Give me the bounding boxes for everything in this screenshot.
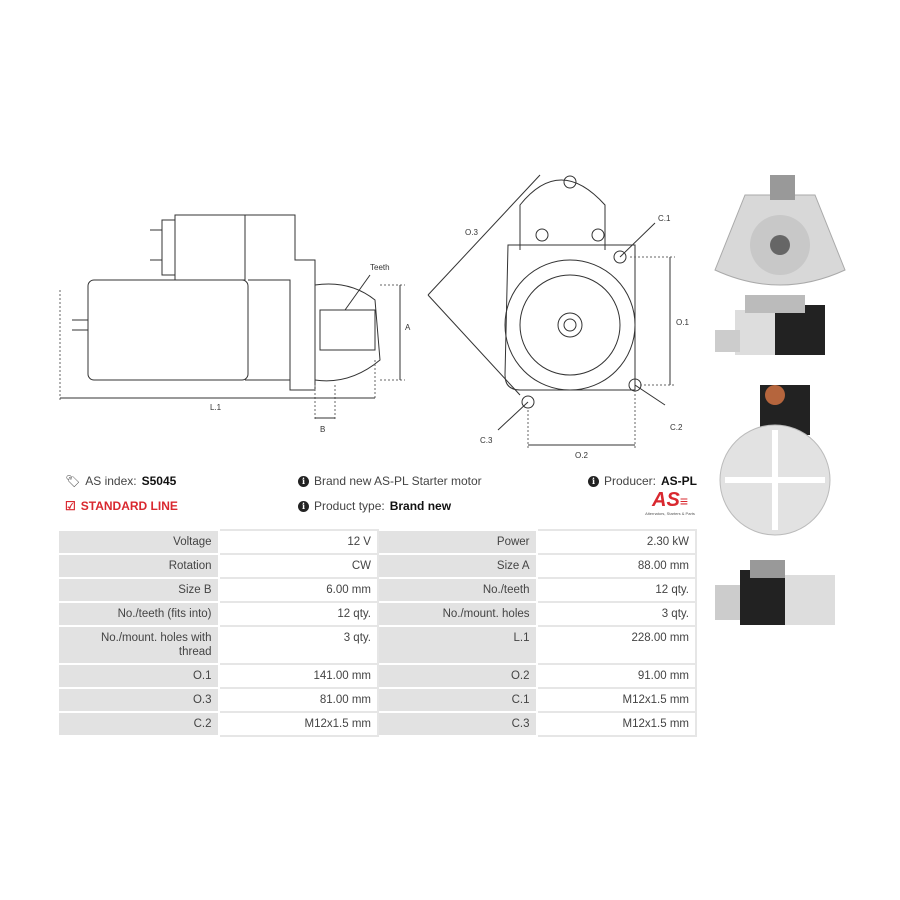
as-pl-logo: AS≡ Alternators, Starters & Parts xyxy=(645,489,695,516)
label-c3: C.3 xyxy=(480,436,493,445)
spec-key: C.1 xyxy=(376,687,538,713)
spec-key: Voltage xyxy=(59,529,220,555)
spec-key: O.3 xyxy=(59,687,220,713)
label-b: B xyxy=(320,425,325,434)
spec-key: No./mount. holes xyxy=(376,601,538,627)
spec-row: No./teeth (fits into)12 qty.No./mount. h… xyxy=(59,601,698,627)
spec-value: 91.00 mm xyxy=(535,663,698,689)
spec-key: No./teeth (fits into) xyxy=(59,601,220,627)
front-view-drawing: O.3 C.1 O.1 C.2 C.3 O.2 xyxy=(427,174,689,460)
spec-value: 3 qty. xyxy=(535,601,698,627)
spec-key: Power xyxy=(376,529,538,555)
spec-key: Rotation xyxy=(59,553,220,579)
photo-front xyxy=(714,175,846,286)
label-c1: C.1 xyxy=(658,214,671,223)
spec-value: M12x1.5 mm xyxy=(535,687,698,713)
product-type-value: Brand new xyxy=(389,499,452,513)
info-icon: i xyxy=(298,475,309,487)
spec-value: CW xyxy=(217,553,379,579)
photo-rear xyxy=(719,385,831,536)
photo-side xyxy=(715,295,825,355)
side-view-drawing: Teeth A L.1 B xyxy=(59,214,411,434)
checkbox-icon: ☑ xyxy=(65,499,76,513)
as-index-label: AS index: xyxy=(85,474,137,488)
info-icon: i xyxy=(587,475,599,487)
spec-value: M12x1.5 mm xyxy=(535,711,698,737)
photo-angled xyxy=(715,560,835,625)
spec-value: 12 qty. xyxy=(535,577,698,603)
spec-value: 12 V xyxy=(217,529,379,555)
producer-label: Producer: xyxy=(603,474,656,488)
spec-key: O.2 xyxy=(376,663,538,689)
spec-value: M12x1.5 mm xyxy=(217,711,379,737)
label-o2: O.2 xyxy=(575,451,588,460)
as-index-value: S5045 xyxy=(141,474,177,488)
spec-value: 12 qty. xyxy=(217,601,379,627)
producer-value: AS-PL xyxy=(661,474,697,488)
spec-key: C.3 xyxy=(376,711,538,737)
spec-value: 228.00 mm xyxy=(535,625,698,665)
tag-icon: 🏷 xyxy=(65,474,81,488)
spec-value: 2.30 kW xyxy=(535,529,698,555)
spec-value: 3 qty. xyxy=(217,625,379,665)
spec-value: 88.00 mm xyxy=(535,553,698,579)
spec-key: No./teeth xyxy=(376,577,538,603)
spec-key: Size B xyxy=(59,577,220,603)
spec-key: Size A xyxy=(376,553,538,579)
spec-key: C.2 xyxy=(59,711,220,737)
product-type-label: Product type: xyxy=(314,499,385,513)
spec-value: 81.00 mm xyxy=(217,687,379,713)
info-icon: i xyxy=(298,500,309,512)
standard-line-badge: ☑ STANDARD LINE xyxy=(65,499,178,513)
product-photos xyxy=(714,175,846,625)
label-o1: O.1 xyxy=(676,318,689,327)
spec-key: O.1 xyxy=(59,663,220,689)
producer: i Producer: AS-PL xyxy=(587,474,697,488)
label-teeth: Teeth xyxy=(370,263,390,272)
spec-key: L.1 xyxy=(376,625,538,665)
spec-value: 141.00 mm xyxy=(217,663,379,689)
standard-line-label: STANDARD LINE xyxy=(80,499,178,513)
label-c2: C.2 xyxy=(670,423,683,432)
description-text: Brand new AS-PL Starter motor xyxy=(314,474,482,488)
spec-value: 6.00 mm xyxy=(217,577,379,603)
spec-key: No./mount. holes with thread xyxy=(59,625,220,665)
label-a: A xyxy=(405,323,411,332)
label-l1: L.1 xyxy=(210,403,222,412)
product-type: i Product type: Brand new xyxy=(298,499,451,513)
as-index: 🏷 AS index: S5045 xyxy=(65,474,176,488)
description: i Brand new AS-PL Starter motor xyxy=(298,474,482,488)
label-o3: O.3 xyxy=(465,228,478,237)
